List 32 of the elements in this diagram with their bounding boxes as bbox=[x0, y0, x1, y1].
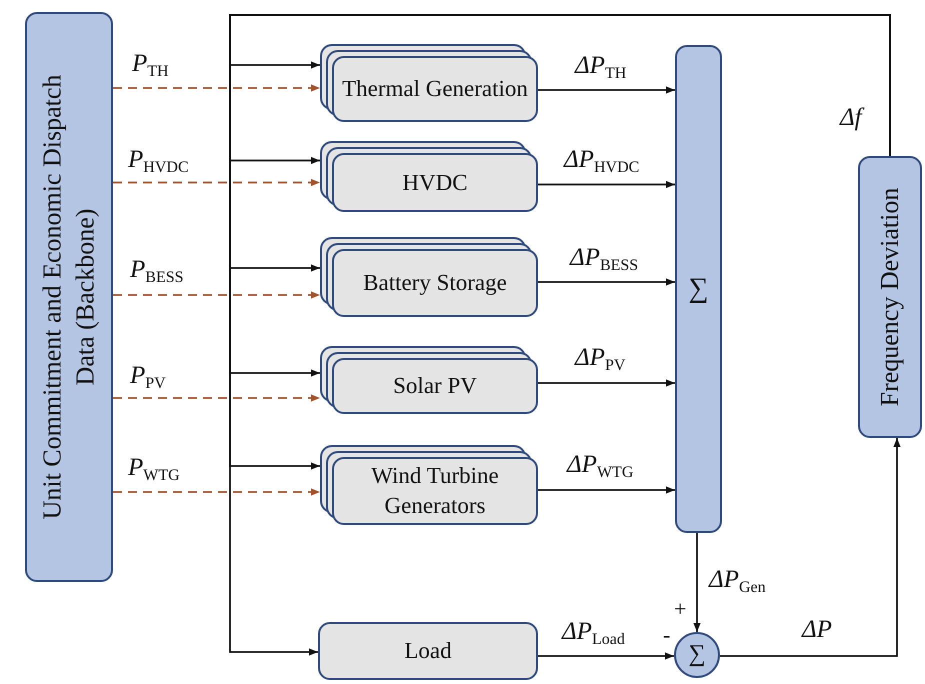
arrow bbox=[113, 291, 320, 299]
arrow bbox=[720, 438, 901, 657]
block-label: Wind Turbine Generators bbox=[370, 462, 500, 520]
block-label: Battery Storage bbox=[363, 269, 507, 298]
summing-junction bbox=[674, 632, 720, 678]
feedback-arrow bbox=[229, 14, 891, 656]
arrow bbox=[113, 394, 320, 402]
arrow bbox=[538, 278, 675, 286]
block-label: Solar PV bbox=[393, 372, 477, 400]
block-label: Load bbox=[404, 637, 452, 666]
arrow bbox=[538, 379, 675, 387]
load-block bbox=[318, 622, 538, 680]
block-label: Thermal Generation bbox=[342, 75, 528, 104]
block-label: Unit Commitment and Economic Dispatch Data (Backbone) bbox=[36, 74, 100, 522]
arrow bbox=[538, 652, 674, 660]
arrow bbox=[538, 180, 675, 188]
frequency-deviation-block bbox=[858, 156, 922, 438]
arrow bbox=[113, 488, 320, 496]
arrow bbox=[113, 84, 320, 92]
block-label: Frequency Deviation bbox=[874, 186, 905, 408]
data-source-block bbox=[25, 12, 113, 582]
arrow bbox=[693, 533, 701, 632]
arrow bbox=[538, 86, 675, 94]
block-label: ∑ bbox=[688, 272, 708, 306]
block-label: HVDC bbox=[402, 168, 468, 197]
sign-label: + bbox=[674, 598, 686, 620]
edge-label: Δf bbox=[838, 104, 864, 131]
arrow bbox=[538, 486, 675, 494]
arrow bbox=[113, 178, 320, 186]
summing-block bbox=[675, 45, 722, 533]
block-label: ∑ bbox=[688, 640, 706, 670]
sign-label: - bbox=[663, 624, 670, 646]
